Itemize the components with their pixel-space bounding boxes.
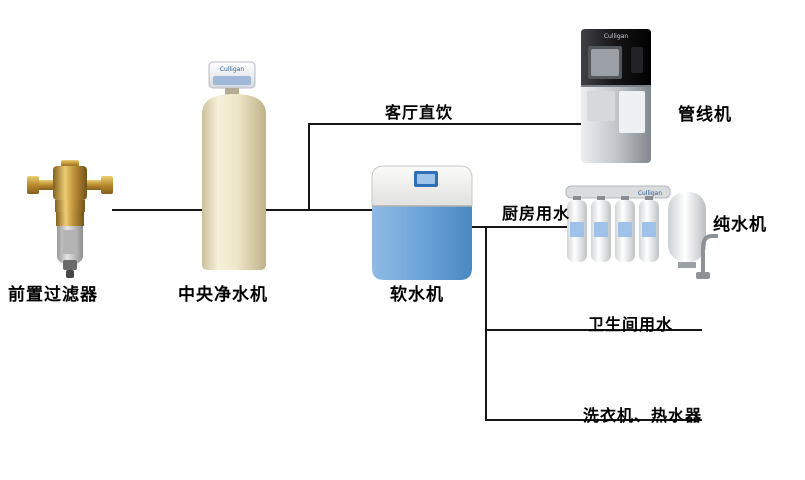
pipe-bathroom-horizontal <box>485 329 702 331</box>
softener-icon <box>371 165 473 280</box>
central-purifier-icon: Culligan <box>202 61 266 270</box>
pipe-living-room-vertical <box>308 124 310 211</box>
pipe-living-room-horizontal <box>308 123 585 125</box>
pipe-laundry-horizontal <box>485 419 702 421</box>
pipeline-machine-brand: Culligan <box>604 33 628 40</box>
pre-filter-icon <box>27 160 113 278</box>
softener <box>366 162 478 284</box>
softener-label: 软水机 <box>390 285 444 305</box>
central-purifier-label: 中央净水机 <box>178 285 268 305</box>
central-purifier-brand: Culligan <box>220 66 244 73</box>
pressure-tank <box>668 192 706 262</box>
pure-water-machine-label: 纯水机 <box>713 215 767 235</box>
pipe-kitchen-horizontal <box>470 226 572 228</box>
pipe-trunk-vertical <box>485 226 487 421</box>
pure-water-machine-icon: Culligan <box>565 185 718 279</box>
laundry-pipe-label: 洗衣机、热水器 <box>583 406 703 425</box>
pipeline-machine: Culligan <box>573 27 659 167</box>
filter-cartridges <box>567 196 659 262</box>
pipeline-machine-label: 管线机 <box>678 105 732 125</box>
pure-water-machine: Culligan <box>560 176 720 288</box>
pipeline-machine-icon: Culligan <box>581 29 651 163</box>
central-purifier: Culligan <box>199 60 269 274</box>
pre-filter <box>25 154 115 282</box>
faucet <box>696 234 718 279</box>
living-room-pipe-label: 客厅直饮 <box>385 103 454 122</box>
kitchen-pipe-label: 厨房用水 <box>502 204 571 223</box>
bathroom-pipe-label: 卫生间用水 <box>588 315 674 334</box>
pure-water-machine-brand: Culligan <box>638 190 662 197</box>
pre-filter-label: 前置过滤器 <box>8 285 98 305</box>
